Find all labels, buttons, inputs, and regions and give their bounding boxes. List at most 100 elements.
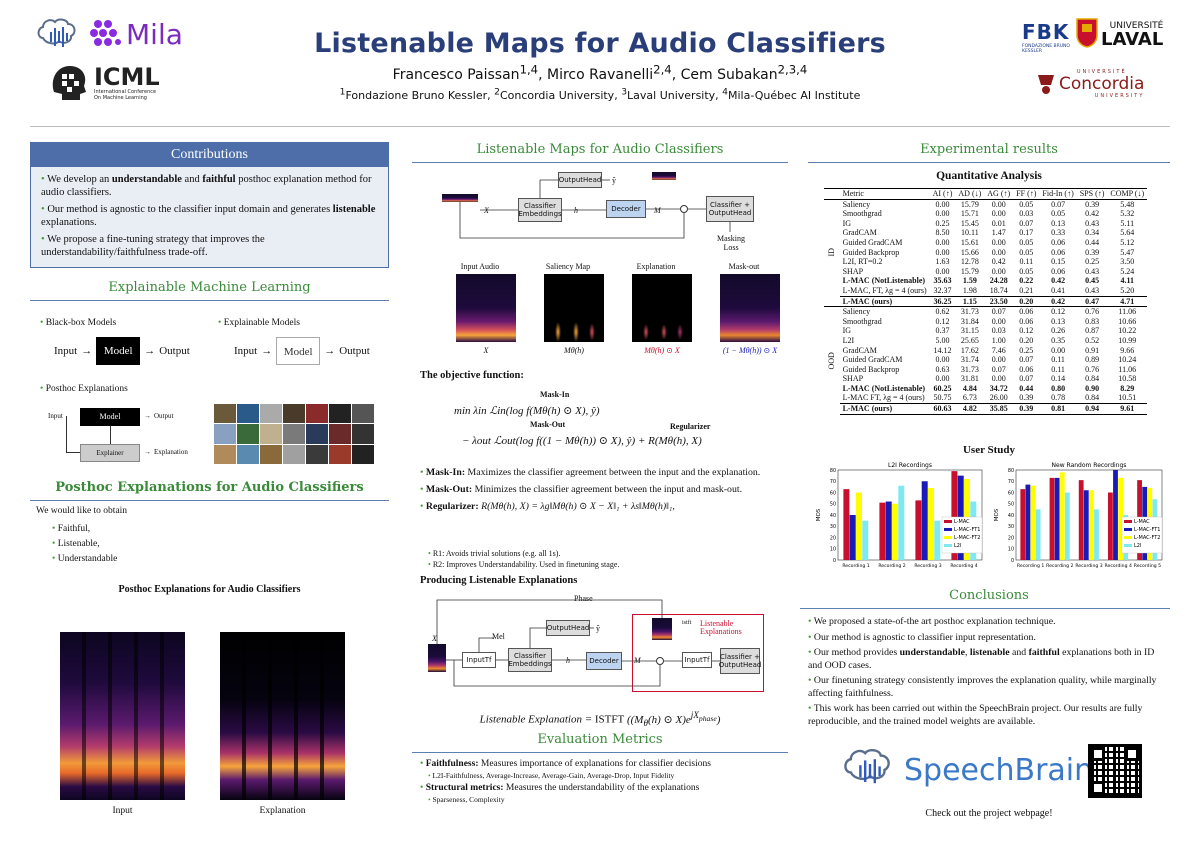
bar bbox=[1094, 509, 1099, 560]
contributions-title: Contributions bbox=[31, 143, 388, 167]
table-cell: 31.73 bbox=[955, 306, 985, 317]
bar bbox=[1059, 472, 1065, 560]
blackbox-diagram: Input → Model → Output bbox=[54, 336, 214, 366]
diagram-mult-node bbox=[680, 205, 688, 213]
plot-frame bbox=[837, 469, 983, 561]
table-cell: 10.24 bbox=[1118, 355, 1137, 365]
listenable-equation: Listenable Explanation = ISTFT ((Mθ(h) ⊙… bbox=[479, 710, 721, 728]
ph-model-box: Model bbox=[80, 408, 140, 426]
table-cell: 7.46 bbox=[991, 345, 1006, 355]
bar bbox=[1054, 477, 1060, 560]
table-cell: 0.39 bbox=[1019, 393, 1034, 403]
ph-output-label: Output bbox=[154, 412, 174, 420]
y-tick-label: 50 bbox=[830, 502, 836, 508]
table-cell: 0.78 bbox=[1051, 393, 1066, 403]
objective-bullet: • Regularizer: R(Mθ(h), X) = λg‖Mθ(h) ⊙ … bbox=[420, 501, 675, 512]
table-cell: 0.43 bbox=[1085, 285, 1100, 295]
x-tick-label: Recording 3 bbox=[1075, 563, 1102, 569]
authors: Francesco Paissan1,4, Mirco Ravanelli2,4… bbox=[392, 62, 808, 83]
table-cell-method: Guided GradCAM bbox=[842, 237, 903, 247]
user-study-title: User Study bbox=[962, 444, 1016, 456]
table-cell: 24.28 bbox=[989, 276, 1008, 286]
bb-output-label: Output bbox=[159, 345, 190, 357]
table-cell: 5.48 bbox=[1120, 199, 1135, 209]
logo-icml: ICML International Conference On Machine… bbox=[48, 62, 164, 104]
results-table: Metric AI (↑) AD (↓) AG (↑) FF (↑) Fid-I… bbox=[824, 188, 1148, 415]
poster-title: Listenable Maps for Audio Classifiers bbox=[314, 28, 886, 59]
lmac-divider bbox=[412, 162, 788, 163]
metric-sub: • L2I-Faithfulness, Average-Increase, Av… bbox=[428, 771, 675, 780]
panel-cap-input: X bbox=[483, 346, 489, 355]
laval-top: UNIVERSITÉ bbox=[1109, 21, 1164, 31]
prod-mult-node bbox=[656, 657, 664, 665]
y-tick-label: 10 bbox=[830, 547, 836, 553]
bar bbox=[1020, 489, 1026, 560]
sub-bullet: • R1: Avoids trivial solutions (e.g. all… bbox=[428, 549, 561, 558]
table-cell: 25.65 bbox=[960, 335, 979, 345]
table-cell: 0.21 bbox=[1019, 285, 1034, 295]
prod-istft: istft bbox=[682, 620, 692, 626]
table-cell: 35.85 bbox=[984, 403, 1014, 415]
concordia-icon bbox=[1038, 75, 1054, 94]
legend-entry: L-MAC-FT1 bbox=[954, 527, 980, 533]
x-tick-label: Recording 5 bbox=[1134, 563, 1161, 569]
prod-clf-out: Classifier + OutputHead bbox=[719, 648, 761, 674]
col-header: AI (↑) bbox=[929, 188, 956, 200]
input-spectrogram bbox=[60, 632, 185, 800]
diagram-outputhead: OutputHead bbox=[558, 172, 602, 188]
table-cell: 35.63 bbox=[933, 276, 952, 286]
concordia-wordmark: Concordia bbox=[1059, 74, 1145, 94]
table-cell: 1.98 bbox=[962, 285, 977, 295]
y-tick-label: 30 bbox=[1008, 524, 1014, 530]
bar bbox=[885, 501, 892, 560]
table-cell: 0.20 bbox=[1013, 295, 1040, 307]
laval-shield-icon bbox=[1076, 18, 1098, 48]
table-cell: 0.43 bbox=[1085, 218, 1100, 228]
bar bbox=[849, 515, 856, 560]
diagram-m: M bbox=[654, 206, 661, 215]
bar bbox=[856, 492, 862, 560]
table-cell: 0.07 bbox=[1019, 218, 1034, 228]
table-cell: 15.66 bbox=[960, 247, 979, 257]
bar bbox=[1113, 470, 1118, 560]
table-cell: 0.03 bbox=[991, 326, 1006, 336]
eq-label-regularizer: Regularizer bbox=[670, 422, 711, 431]
table-cell: 0.00 bbox=[935, 209, 950, 219]
contribution-item: • Our method is agnostic to the classifi… bbox=[41, 204, 376, 228]
table-cell-method: IG bbox=[842, 326, 852, 336]
bar bbox=[915, 500, 922, 560]
table-cell: 0.76 bbox=[1085, 364, 1100, 374]
table-cell: 0.87 bbox=[1085, 326, 1100, 336]
table-cell: 0.39 bbox=[1013, 403, 1040, 415]
conclusions-list: • We proposed a state-of-the art posthoc… bbox=[808, 616, 1168, 728]
qr-code[interactable] bbox=[1088, 744, 1142, 798]
table-cell: 0.15 bbox=[1051, 257, 1066, 267]
fbk-subtitle: FONDAZIONE BRUNO KESSLER bbox=[1022, 44, 1070, 54]
panel-maskout bbox=[720, 274, 780, 342]
table-cell: 0.33 bbox=[1051, 228, 1066, 238]
panel-cap-saliency: Mθ(h) bbox=[564, 346, 584, 355]
table-cell: 4.84 bbox=[962, 383, 977, 393]
caption-explanation: Explanation bbox=[259, 806, 306, 816]
brain-icon bbox=[844, 749, 890, 784]
bar bbox=[898, 485, 905, 560]
table-cell: 1.47 bbox=[991, 228, 1006, 238]
table-cell: 31.73 bbox=[960, 364, 979, 374]
col-header: Fid-In (↑) bbox=[1039, 188, 1077, 200]
table-cell: 3.50 bbox=[1120, 257, 1135, 267]
table-cell: 0.76 bbox=[1076, 306, 1108, 317]
bar bbox=[921, 481, 928, 560]
ex-output-label: Output bbox=[339, 345, 370, 357]
table-cell: 0.05 bbox=[1051, 209, 1066, 219]
conclusion-item: • This work has been carried out within … bbox=[808, 703, 1143, 727]
col-header: AG (↑) bbox=[984, 188, 1014, 200]
table-cell: 0.17 bbox=[1019, 228, 1034, 238]
legend-entry: L2I bbox=[954, 543, 961, 549]
panel-cap-maskout: (1 − Mθ(h)) ⊙ X bbox=[722, 346, 778, 355]
